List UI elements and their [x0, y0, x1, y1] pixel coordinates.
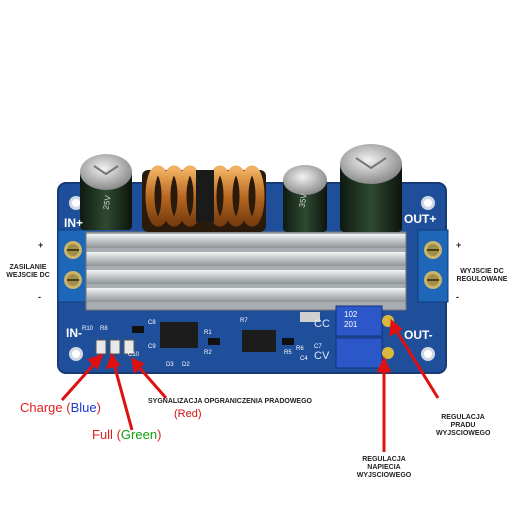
output-minus-label: - — [456, 292, 459, 302]
silk-r5: R5 — [284, 350, 292, 356]
full-legend: Full (Green) — [92, 427, 161, 442]
input-minus-label: - — [38, 292, 41, 302]
current-limit-label: SYGNALIZACJA OPGRANICZENIA PRADOWEGO — [148, 398, 312, 405]
capacitor-left — [80, 154, 132, 230]
input-plus-label: + — [38, 240, 44, 250]
silk-c10: C10 — [128, 352, 140, 358]
silk-c4: C4 — [300, 356, 308, 362]
input-label: ZASILANIE WEJSCIE DC — [6, 264, 50, 280]
silk-cc: CC — [314, 318, 330, 330]
silk-pot-b: 201 — [344, 320, 358, 329]
led-charge — [95, 339, 107, 355]
charge-word: Charge — [20, 400, 63, 415]
capacitor-right — [340, 144, 402, 232]
silk-r2: R2 — [204, 350, 212, 356]
charge-close: ) — [96, 400, 101, 415]
silk-r6: R6 — [296, 346, 304, 352]
output-label: WYJSCIE DC REGULOWANE — [456, 268, 508, 284]
silk-c9: C9 — [148, 344, 156, 350]
input-terminal — [57, 229, 89, 303]
current-limit-color-word: Red — [177, 408, 198, 420]
arrow-current-reg — [394, 329, 440, 399]
full-color-word: Green — [120, 427, 158, 442]
potentiometer-voltage — [335, 337, 394, 369]
silk-r8: R8 — [100, 326, 108, 332]
led-full — [109, 339, 121, 355]
full-close: ) — [157, 427, 162, 442]
current-limit-open: ( — [174, 408, 178, 420]
silk-r7: R7 — [240, 318, 248, 324]
potentiometer-current — [335, 305, 394, 337]
silk-c7: C7 — [314, 344, 322, 350]
charge-legend: Charge (Blue) — [20, 400, 101, 415]
output-terminal — [417, 229, 449, 303]
full-open: ( — [116, 427, 121, 442]
output-plus-label: + — [456, 240, 462, 250]
silk-pot-a: 102 — [344, 310, 358, 319]
silk-out-minus: OUT- — [404, 328, 433, 342]
silk-r1: R1 — [204, 330, 212, 336]
silk-cv: CV — [314, 350, 330, 362]
silk-d3: D3 — [166, 362, 174, 368]
silk-in-minus: IN- — [66, 326, 82, 340]
silk-d2: D2 — [182, 362, 190, 368]
arrow-charge — [60, 360, 98, 402]
charge-open: ( — [66, 400, 71, 415]
silk-c8: C8 — [148, 320, 156, 326]
inductor — [142, 165, 266, 232]
charge-color-word: Blue — [70, 400, 97, 415]
heatsink — [85, 231, 407, 311]
silk-out-plus: OUT+ — [404, 212, 437, 226]
current-reg-label: REGULACJA PRADU WYJSCIOWEGO — [436, 414, 491, 438]
arrow-current-limit — [136, 365, 168, 399]
arrow-full — [112, 363, 134, 431]
current-limit-close: ) — [197, 408, 202, 420]
silk-r10: R10 — [82, 326, 94, 332]
led-current-limit — [123, 339, 135, 355]
current-limit-color: (Red) — [174, 408, 202, 420]
ic-chip — [160, 322, 198, 348]
voltage-reg-label: REGULACJA NAPIECIA WYJSCIOWEGO — [356, 456, 412, 480]
silk-in-plus: IN+ — [64, 216, 84, 230]
full-word: Full — [92, 427, 113, 442]
capacitor-middle — [283, 165, 327, 232]
